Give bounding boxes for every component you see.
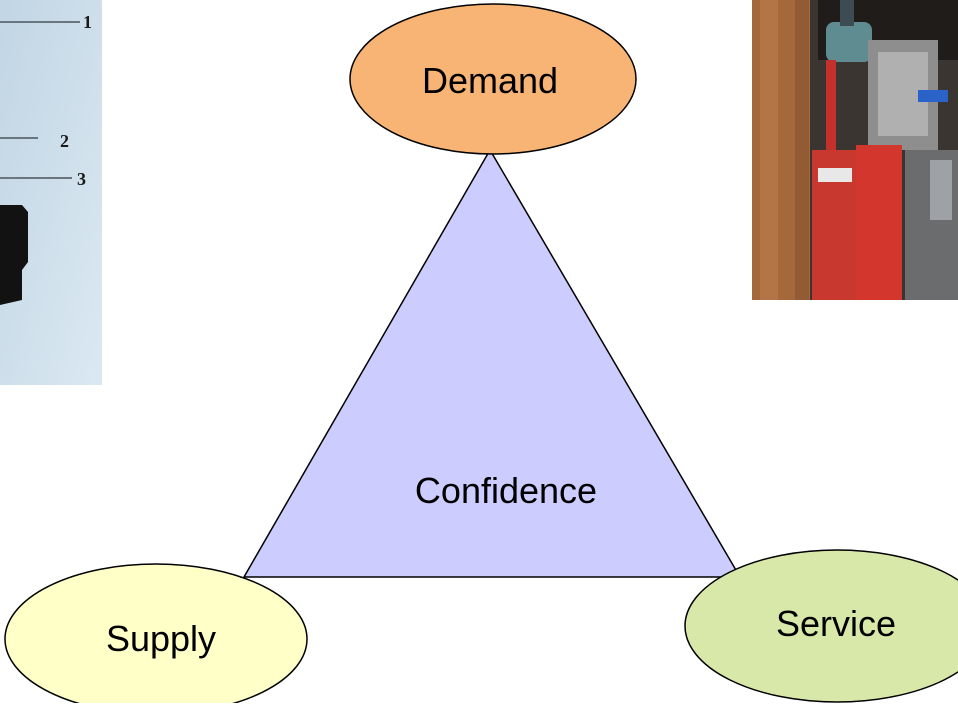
service-node: Service (684, 549, 958, 703)
marker-3: 3 (77, 169, 86, 189)
confidence-label: Confidence (415, 470, 597, 511)
demand-node: Demand (349, 3, 637, 155)
marker-2: 2 (60, 131, 69, 151)
service-label: Service (776, 603, 896, 644)
marker-1: 1 (83, 12, 92, 32)
right-photo (752, 0, 958, 300)
demand-label: Demand (422, 60, 558, 101)
supply-label: Supply (106, 618, 216, 659)
left-photo: 1 2 3 (0, 0, 102, 385)
supply-node: Supply (4, 563, 308, 708)
confidence-triangle (242, 148, 742, 578)
